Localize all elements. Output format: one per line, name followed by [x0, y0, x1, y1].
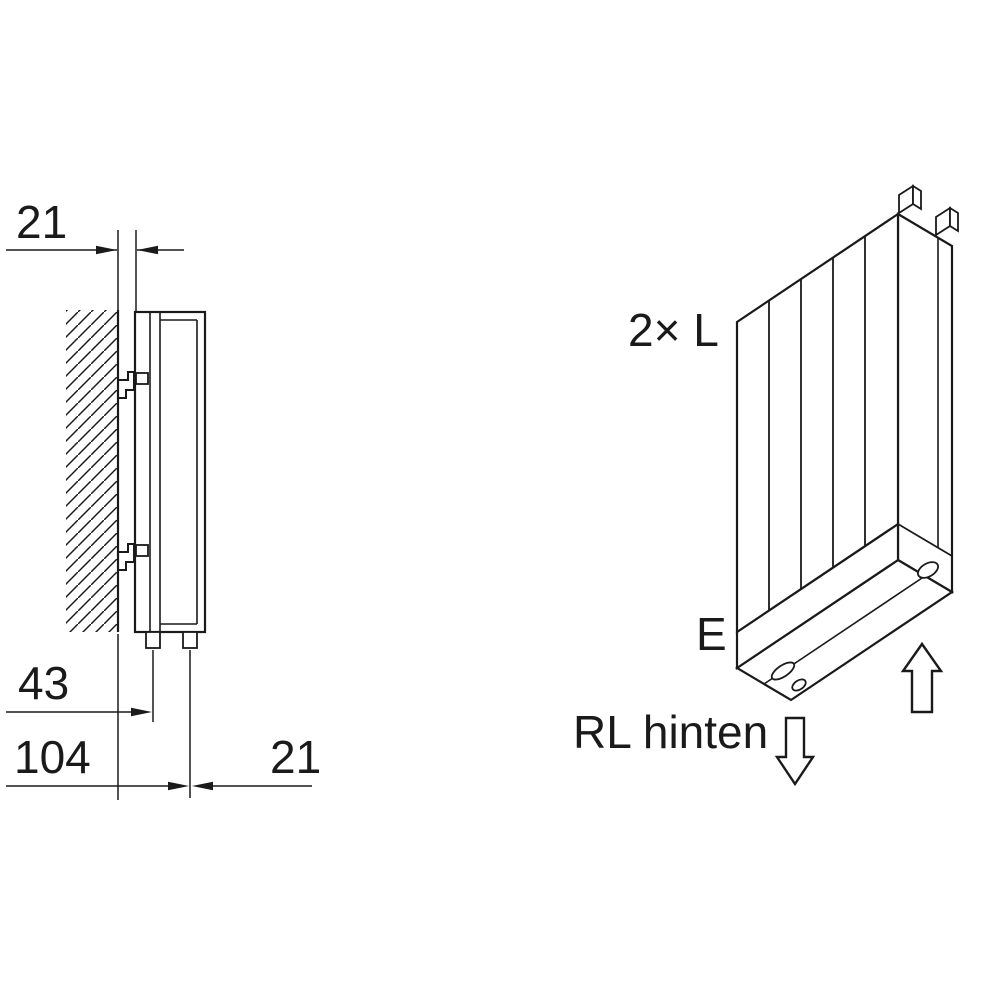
base-slot-port	[770, 661, 796, 681]
label-length: 2× L	[628, 304, 719, 356]
dim-label-104: 104	[14, 731, 91, 783]
flow-arrow-down-icon	[774, 716, 816, 787]
label-return-line: RL hinten	[573, 706, 768, 758]
panel-division-lines	[768, 236, 866, 611]
tab-front	[898, 184, 914, 215]
dimension-wall-gap: 21	[6, 196, 184, 312]
base-edge-right	[897, 523, 953, 557]
tab-side	[949, 206, 959, 233]
dimension-lower-group: 43 104 21	[6, 634, 321, 800]
mounting-bracket-top	[118, 371, 135, 399]
flow-arrow-up-icon	[900, 641, 944, 714]
top-mounting-tabs	[898, 184, 959, 237]
hanger-clip-bottom	[135, 544, 149, 557]
radiator-side-profile	[133, 310, 207, 649]
dim-label-wall-gap: 21	[16, 196, 67, 248]
dim-label-21-bottom: 21	[270, 731, 321, 783]
connection-ports	[770, 561, 939, 692]
arrowhead-left-icon	[137, 245, 158, 255]
wall-hatching	[66, 310, 118, 632]
return-port	[791, 678, 807, 692]
radiator-front-face	[735, 211, 900, 635]
tab-side	[912, 184, 922, 211]
dim-label-43: 43	[18, 657, 69, 709]
bottom-connection-right	[182, 631, 198, 649]
supply-port	[917, 561, 939, 579]
label-inlet: E	[696, 608, 727, 660]
side-view: 21 43 104 21	[6, 196, 321, 800]
arrowhead-right-icon	[168, 781, 189, 791]
arrowhead-right-icon	[131, 707, 152, 717]
mounting-bracket-bottom	[118, 543, 135, 571]
iso-view: 2× L E RL hinten	[573, 184, 959, 787]
bottom-connection-left	[145, 631, 161, 649]
radiator-profile-outline	[133, 310, 207, 634]
tab-front	[935, 206, 951, 237]
arrowhead-left-icon	[192, 781, 213, 791]
hanger-clip-top	[135, 372, 149, 385]
radiator-right-face	[896, 212, 954, 594]
arrowhead-right-icon	[96, 245, 117, 255]
